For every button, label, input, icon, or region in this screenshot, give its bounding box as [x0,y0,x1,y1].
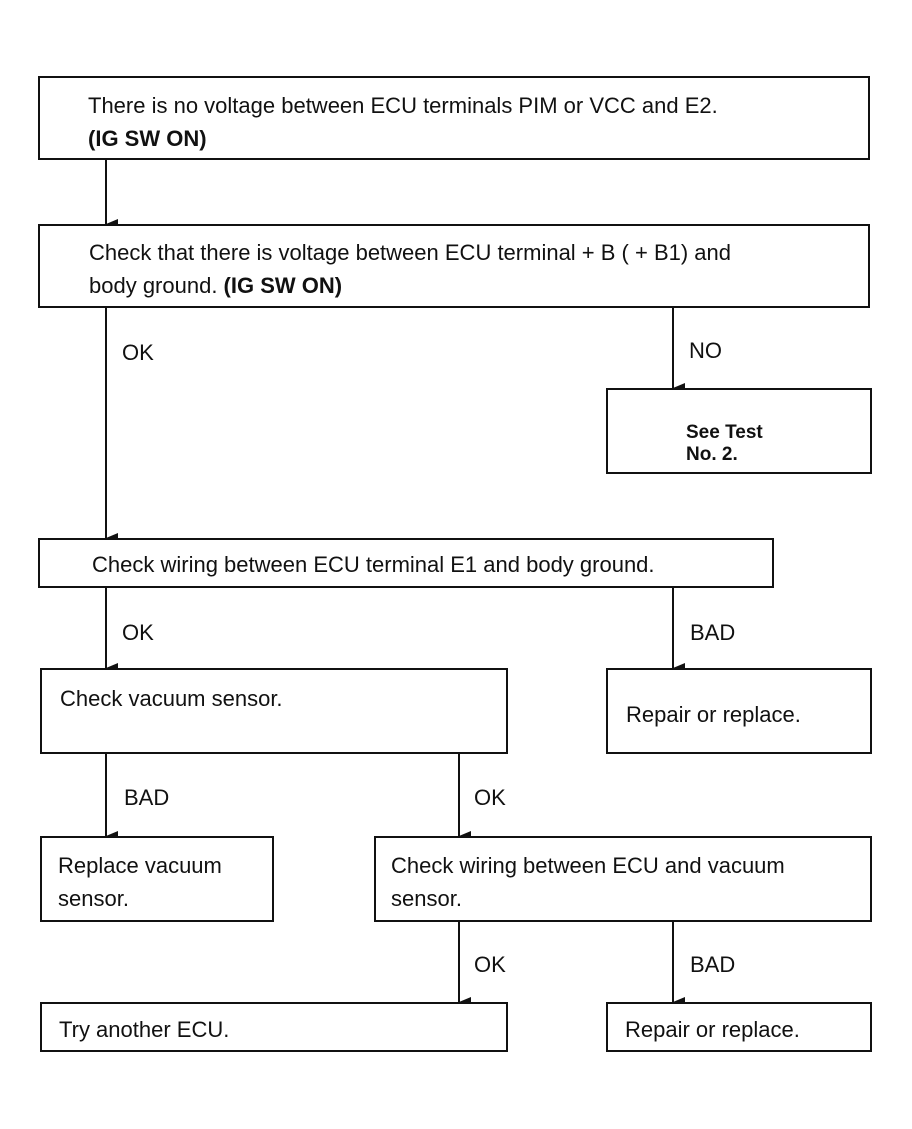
edge-label-e1-ok: OK [122,620,154,645]
check-voltage-line2: body ground. (IG SW ON) [89,269,342,302]
check-ecu-sensor-wiring-line2: sensor. [391,886,462,911]
check-vacuum-sensor-line1: Check vacuum sensor. [60,686,283,711]
replace-vacuum-sensor-line1: Replace vacuum [58,853,222,878]
repair-replace-1-line1: Repair or replace. [626,702,801,727]
start-node-line2: (IG SW ON) [88,126,207,151]
edge-label-voltage-no: NO [689,338,722,363]
start-node-line1: There is no voltage between ECU terminal… [88,93,718,118]
edge-label-voltage-ok: OK [122,340,154,365]
replace-vacuum-sensor-box: Replace vacuum sensor. [40,836,274,922]
check-e1-wiring-line1: Check wiring between ECU terminal E1 and… [92,552,655,577]
check-vacuum-sensor-box: Check vacuum sensor. [40,668,508,754]
try-another-ecu-line1: Try another ECU. [59,1017,230,1042]
start-node-box: There is no voltage between ECU terminal… [38,76,870,160]
check-ecu-sensor-wiring-box: Check wiring between ECU and vacuum sens… [374,836,872,922]
check-voltage-box: Check that there is voltage between ECU … [38,224,870,308]
repair-replace-box-1: Repair or replace. [606,668,872,754]
see-test-line2: No. 2. [686,444,738,465]
see-test-box: See Test No. 2. [606,388,872,474]
check-e1-wiring-box: Check wiring between ECU terminal E1 and… [38,538,774,588]
replace-vacuum-sensor-line2: sensor. [58,886,129,911]
repair-replace-2-line1: Repair or replace. [625,1017,800,1042]
check-voltage-line1: Check that there is voltage between ECU … [89,240,731,265]
edge-label-sensor-bad: BAD [124,785,170,810]
edge-label-sensor-ok: OK [474,785,506,810]
check-voltage-line2-text: body ground. [89,273,224,298]
edge-label-e1-bad: BAD [690,620,736,645]
try-another-ecu-box: Try another ECU. [40,1002,508,1052]
see-test-line1: See Test [686,422,763,443]
check-voltage-line2-condition: (IG SW ON) [223,273,343,298]
check-ecu-sensor-wiring-line1: Check wiring between ECU and vacuum [391,853,785,878]
edge-label-wiring-bad: BAD [690,952,736,977]
repair-replace-box-2: Repair or replace. [606,1002,872,1052]
edge-label-wiring-ok: OK [474,952,506,977]
